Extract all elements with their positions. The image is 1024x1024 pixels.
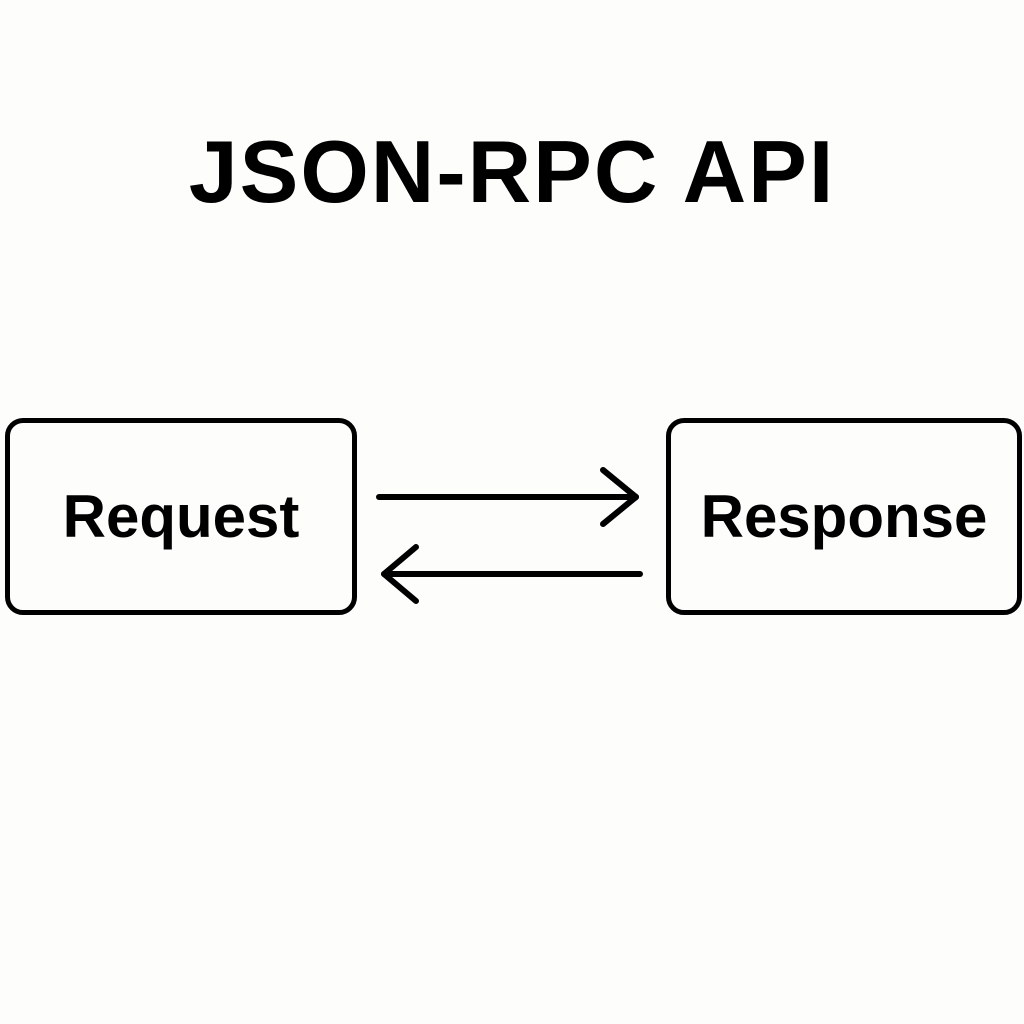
response-node-label: Response: [700, 483, 988, 550]
request-to-response-arrow: [376, 467, 639, 527]
response-to-request-arrow: [381, 544, 643, 604]
diagram-title: JSON-RPC API: [188, 122, 836, 221]
request-node-label: Request: [62, 483, 300, 550]
request-node: Request: [5, 418, 357, 615]
response-node: Response: [666, 418, 1022, 615]
